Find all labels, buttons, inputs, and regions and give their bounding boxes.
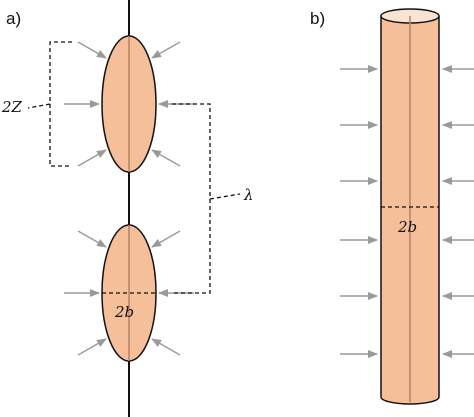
wavelength-bracket-leader xyxy=(209,193,241,200)
wavelength-label: λ xyxy=(243,186,254,204)
panel-a: a) 2b 2Z λ xyxy=(1,0,254,417)
arrow-icon xyxy=(151,338,181,356)
spacing-label: 2Z xyxy=(1,98,23,116)
arrow-icon xyxy=(151,41,181,59)
spacing-bracket-leader xyxy=(27,103,51,109)
arrow-icon xyxy=(151,230,181,248)
arrow-icon xyxy=(77,230,107,248)
wavelength-bracket xyxy=(172,103,211,294)
arrows-cylinder xyxy=(340,65,474,358)
panel-b: b) 2b xyxy=(310,8,474,405)
arrow-icon xyxy=(77,41,107,59)
arrow-icon xyxy=(77,338,107,356)
arrow-icon xyxy=(151,149,181,167)
panel-b-label: b) xyxy=(310,9,325,28)
arrows-lower xyxy=(64,230,194,356)
width-label-a: 2b xyxy=(114,303,134,321)
arrow-icon xyxy=(77,149,107,167)
width-label-b: 2b xyxy=(397,218,417,236)
panel-a-label: a) xyxy=(6,9,21,28)
